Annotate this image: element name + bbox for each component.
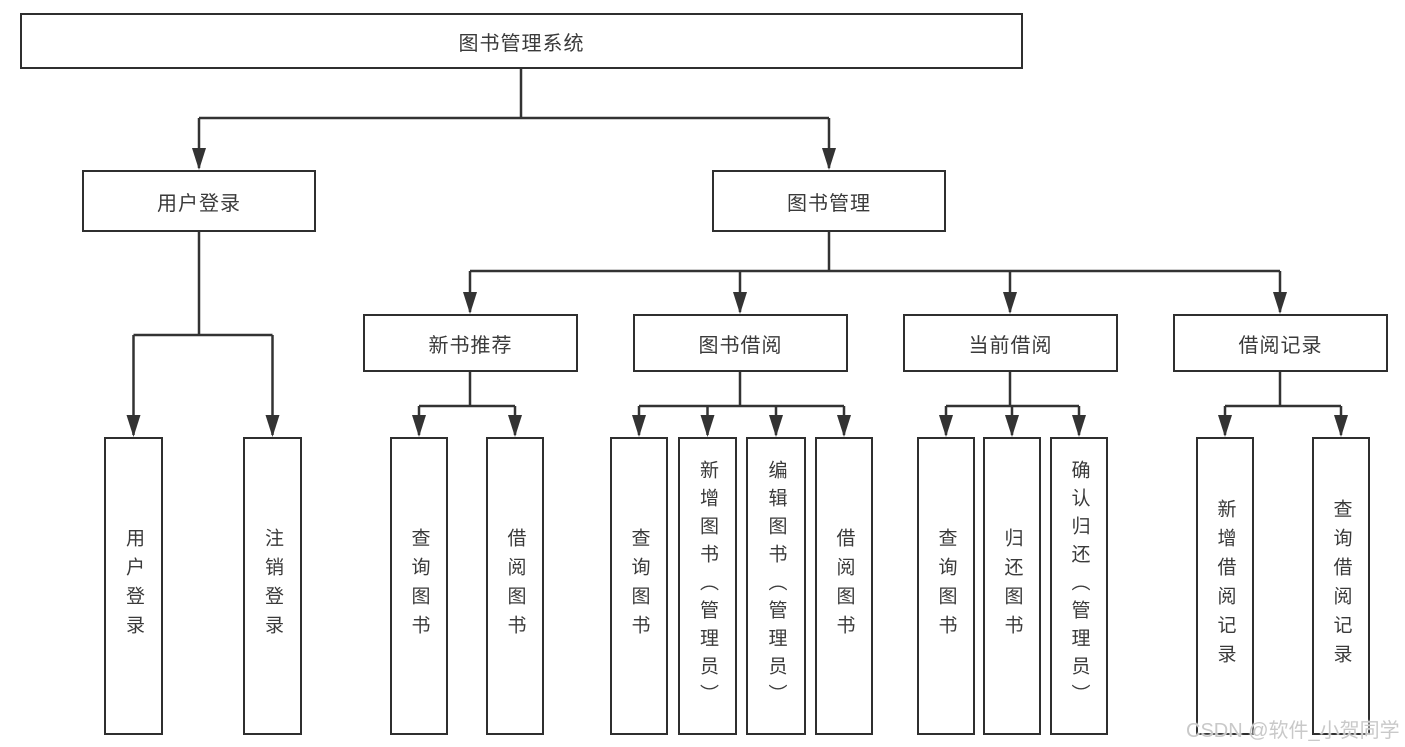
node-label: 图书管理系统	[458, 32, 585, 55]
leaf-label: 借阅图书	[833, 528, 855, 644]
leaf-add-book-admin: 新增图书（管理员）	[678, 437, 737, 735]
leaf-label: 用户登录	[123, 528, 144, 644]
node-user-login: 用户登录	[82, 170, 316, 232]
leaf-borrow-book-recommend: 借阅图书	[486, 437, 544, 735]
leaf-borrow-book: 借阅图书	[815, 437, 873, 735]
leaf-return-book: 归还图书	[983, 437, 1041, 735]
node-label: 用户登录	[157, 192, 241, 215]
leaf-label: 确认归还（管理员）	[1068, 460, 1090, 712]
node-label: 图书借阅	[698, 334, 783, 357]
leaf-label: 编辑图书（管理员）	[765, 460, 787, 712]
leaf-logout-login: 注销登录	[243, 437, 302, 735]
csdn-watermark: CSDN @软件_小贺同学	[1186, 720, 1400, 742]
leaf-query-book-recommend: 查询图书	[390, 437, 448, 735]
leaf-edit-book-admin: 编辑图书（管理员）	[746, 437, 806, 735]
node-label: 新书推荐	[428, 334, 513, 357]
leaf-label: 查询图书	[628, 528, 650, 644]
leaf-label: 查询借阅记录	[1330, 499, 1352, 673]
leaf-label: 查询图书	[408, 528, 430, 644]
node-book-borrow: 图书借阅	[633, 314, 848, 372]
node-borrow-records: 借阅记录	[1173, 314, 1388, 372]
node-book-management: 图书管理	[712, 170, 946, 232]
leaf-label: 查询图书	[935, 528, 957, 644]
leaf-query-borrow-record: 查询借阅记录	[1312, 437, 1370, 735]
node-label: 图书管理	[787, 192, 871, 215]
leaf-label: 归还图书	[1001, 528, 1023, 644]
node-label: 当前借阅	[968, 334, 1053, 357]
leaf-label: 注销登录	[262, 528, 283, 644]
node-label: 借阅记录	[1238, 334, 1323, 357]
leaf-add-borrow-record: 新增借阅记录	[1196, 437, 1254, 735]
leaf-user-login: 用户登录	[104, 437, 163, 735]
leaf-query-book-borrow: 查询图书	[610, 437, 668, 735]
leaf-label: 新增图书（管理员）	[697, 460, 718, 712]
node-library-system: 图书管理系统	[20, 13, 1023, 69]
leaf-label: 新增借阅记录	[1214, 499, 1236, 673]
node-new-book-recommend: 新书推荐	[363, 314, 578, 372]
node-current-borrow: 当前借阅	[903, 314, 1118, 372]
leaf-query-book-current: 查询图书	[917, 437, 975, 735]
leaf-label: 借阅图书	[504, 528, 526, 644]
leaf-confirm-return-admin: 确认归还（管理员）	[1050, 437, 1108, 735]
